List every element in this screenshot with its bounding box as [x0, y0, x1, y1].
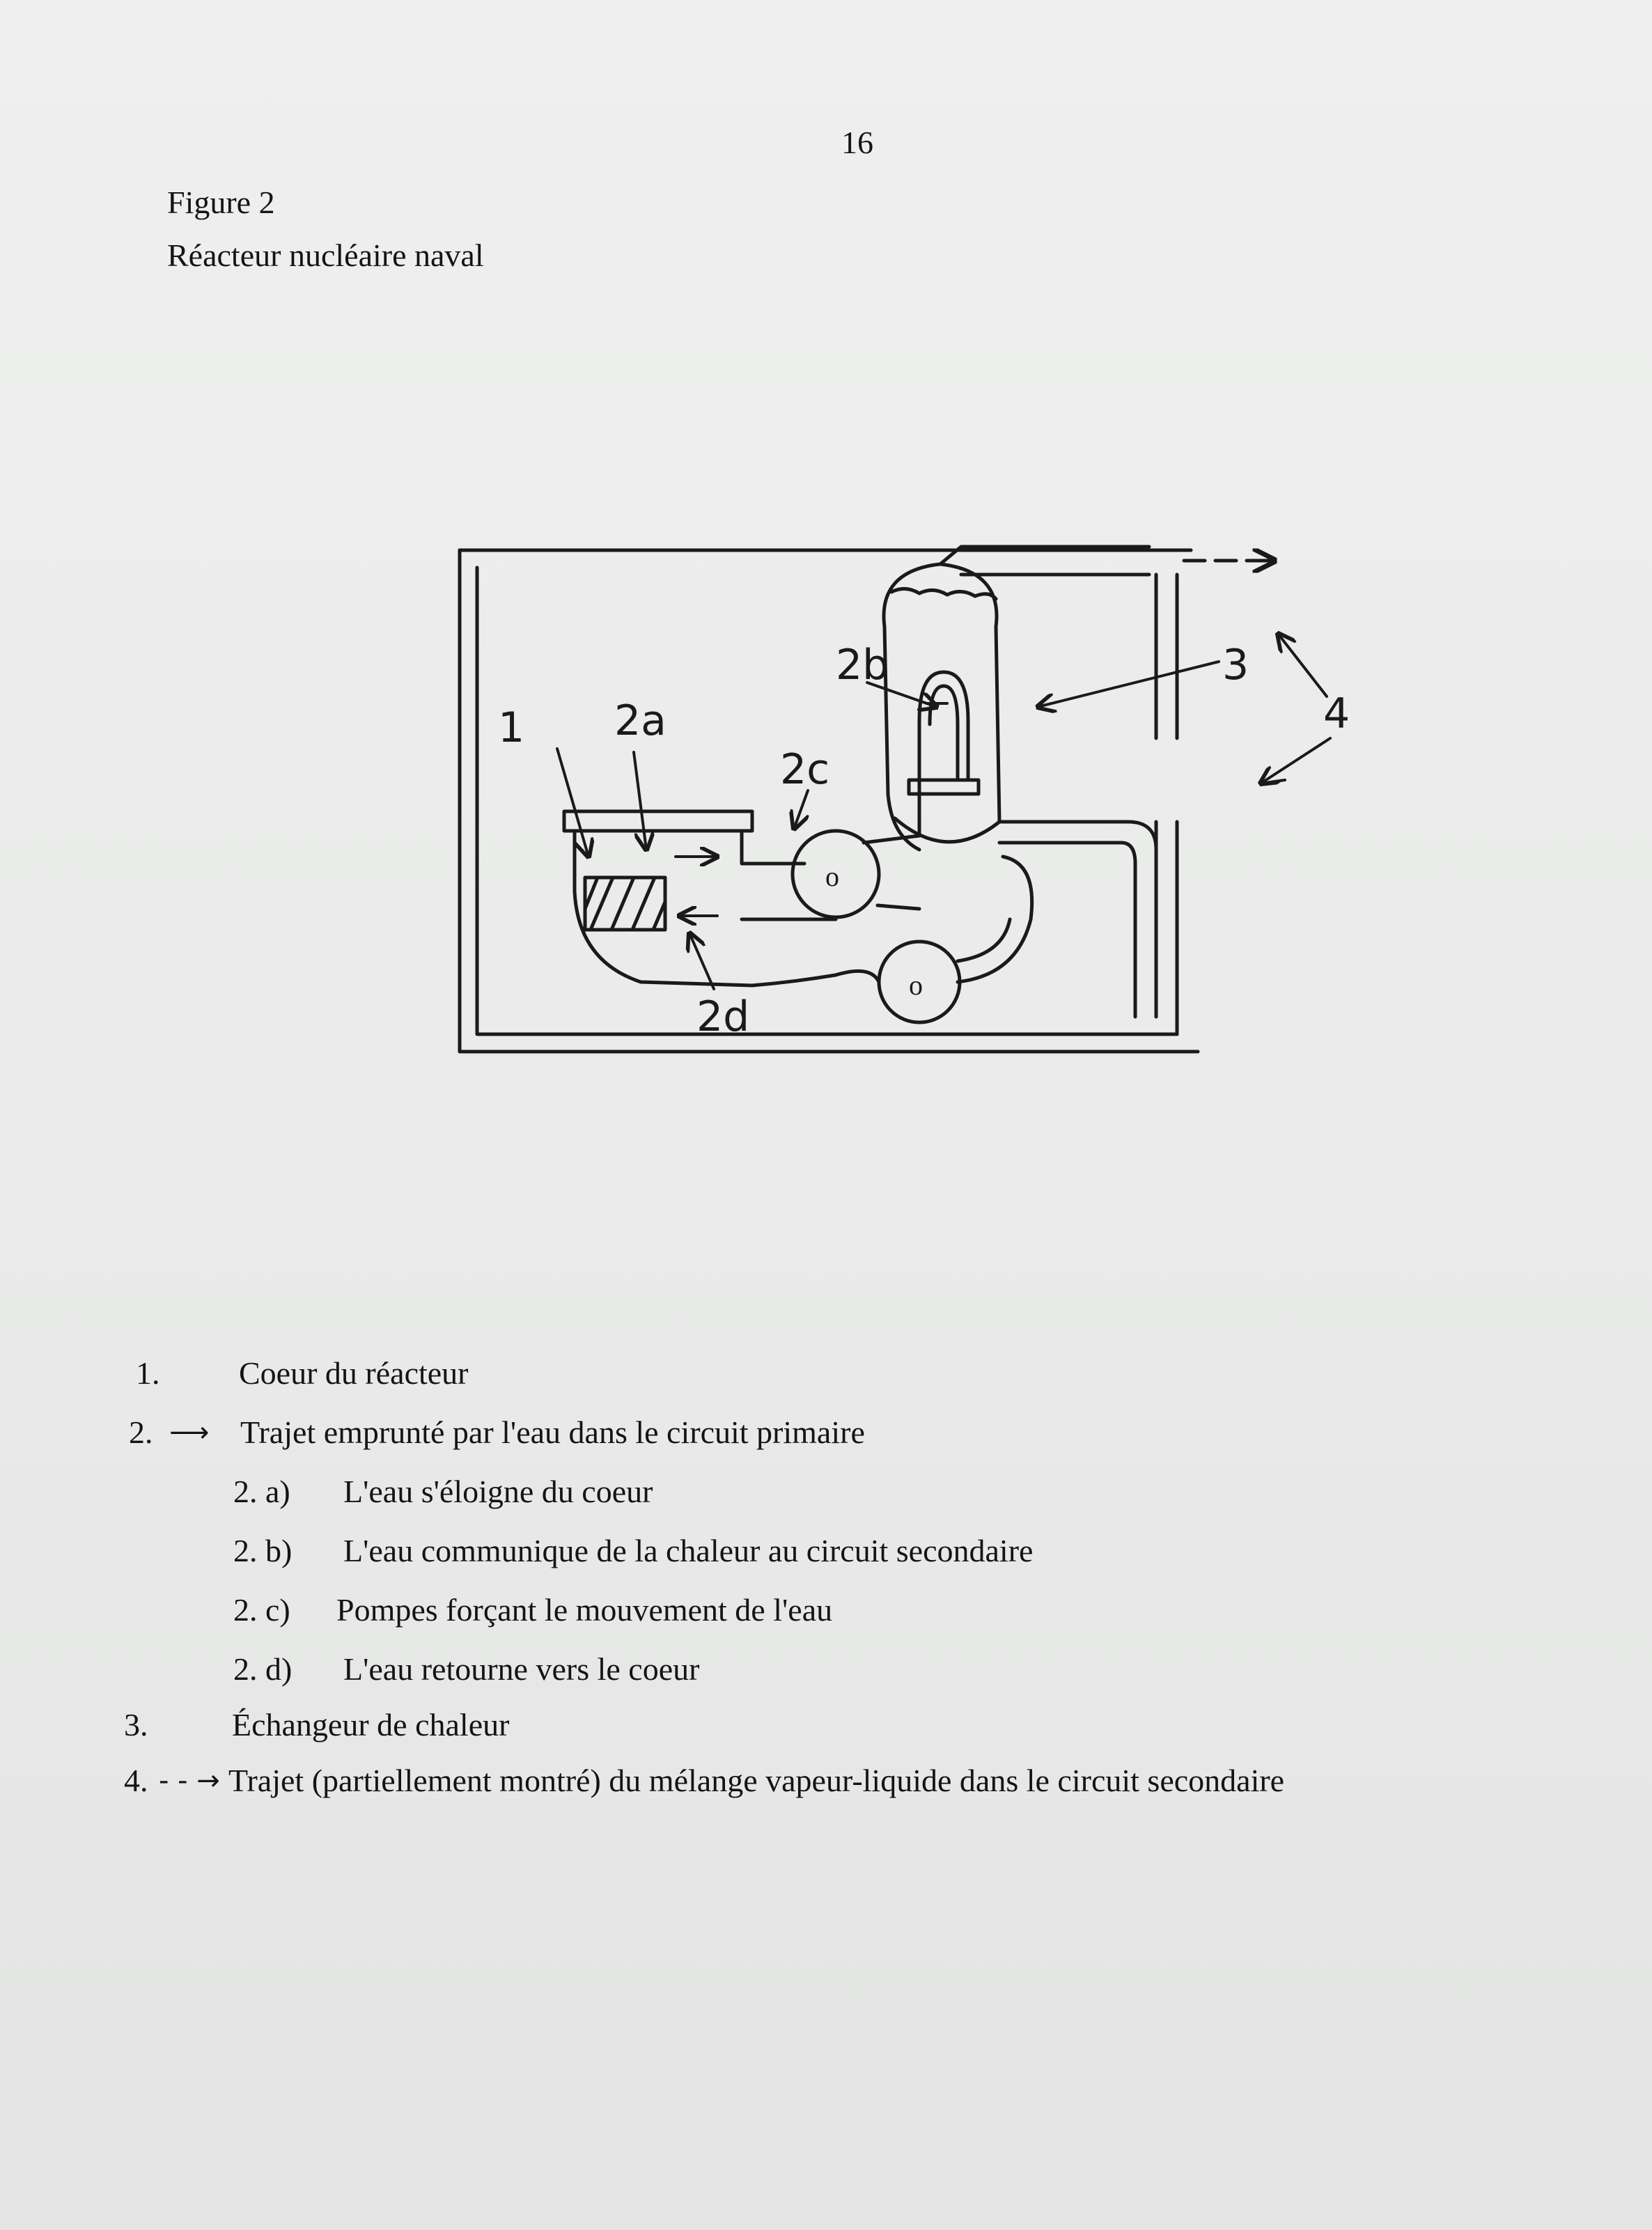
primary-loop: o o — [778, 792, 1034, 1024]
diagram-labels: 1 2a 2b 2c 2d 3 4 — [498, 641, 1350, 1041]
svg-text:o: o — [825, 861, 839, 892]
dashed-arrow-icon: - - → — [159, 1765, 220, 1797]
label-2b: 2b — [836, 641, 889, 689]
figure-title: Réacteur nucléaire naval — [167, 237, 484, 273]
legend-text: Trajet (partiellement montré) du mélange… — [228, 1763, 1285, 1798]
legend-text: Trajet emprunté par l'eau dans le circui… — [240, 1414, 865, 1450]
hull-frame — [458, 548, 1200, 1054]
label-4: 4 — [1323, 689, 1350, 738]
legend-text: L'eau retourne vers le coeur — [343, 1651, 700, 1687]
legend-text: L'eau communique de la chaleur au circui… — [343, 1533, 1034, 1568]
secondary-piping — [997, 561, 1275, 1019]
tube-bundle-bottom — [893, 816, 1002, 844]
legend-text: Pompes forçant le mouvement de l'eau — [336, 1592, 833, 1628]
legend-text: Coeur du réacteur — [239, 1355, 469, 1391]
figure-number: Figure 2 — [167, 185, 275, 220]
label-2c: 2c — [780, 745, 829, 794]
legend-number: 2. b) — [233, 1533, 293, 1568]
reactor-diagram: o o — [458, 529, 1350, 1054]
legend-number: 2. c) — [233, 1592, 290, 1628]
svg-text:o: o — [909, 969, 923, 1001]
steam-generator — [882, 545, 1151, 852]
label-2a: 2a — [614, 696, 667, 745]
label-2d: 2d — [696, 992, 749, 1041]
page-number: 16 — [841, 125, 873, 160]
label-3: 3 — [1222, 641, 1249, 689]
legend-number: 2. a) — [233, 1474, 290, 1509]
legend-number: 3. — [124, 1707, 148, 1742]
legend-text: Échangeur de chaleur — [232, 1707, 510, 1742]
legend-number: 4. — [124, 1763, 148, 1798]
legend-text: L'eau s'éloigne du coeur — [343, 1474, 653, 1509]
solid-arrow-icon: ⟶ — [169, 1417, 210, 1449]
legend-number: 2. d) — [233, 1651, 293, 1687]
legend-number: 2. — [129, 1414, 153, 1450]
label-arrows — [556, 634, 1332, 990]
legend-number: 1. — [136, 1355, 160, 1391]
label-1: 1 — [498, 703, 524, 752]
reactor-vessel — [562, 809, 838, 988]
